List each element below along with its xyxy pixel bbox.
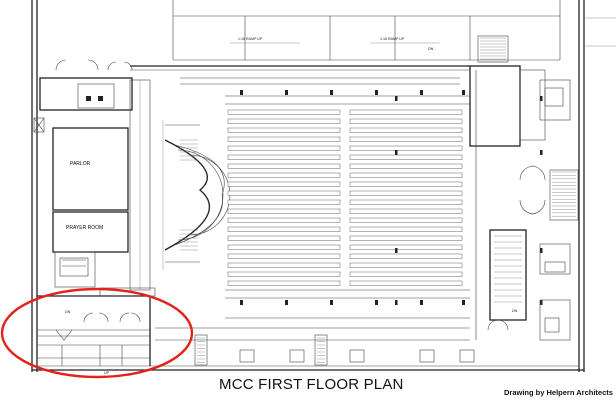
pew <box>349 172 463 178</box>
column <box>540 96 543 101</box>
pew <box>227 235 341 241</box>
pew <box>227 217 341 223</box>
apse <box>162 120 231 270</box>
column <box>395 150 398 155</box>
pew <box>227 262 341 268</box>
column <box>375 300 378 305</box>
pew <box>227 199 341 205</box>
highlight-circle <box>0 287 194 379</box>
pew <box>349 145 463 151</box>
south-entrance <box>37 295 470 366</box>
planter-box <box>289 349 305 363</box>
pew <box>227 208 341 214</box>
pew <box>349 190 463 196</box>
drawing-credit: Drawing by Helpern Architects <box>504 388 613 397</box>
column <box>420 300 423 305</box>
pew <box>349 226 463 232</box>
stair-mark-dn-2: DN <box>428 47 434 51</box>
pew <box>349 127 463 133</box>
column <box>462 300 465 305</box>
column <box>240 90 243 95</box>
pew <box>349 217 463 223</box>
column <box>375 90 378 95</box>
nave-aisles <box>225 95 470 319</box>
column <box>420 90 423 95</box>
column <box>395 248 398 253</box>
stair-mark-dn-1: DN <box>512 309 518 313</box>
pew <box>349 280 463 286</box>
ramp-label-left: 1:16 RAMP UP <box>238 37 263 41</box>
pew <box>349 199 463 205</box>
column <box>540 248 543 253</box>
pew <box>227 253 341 259</box>
stair-mark-dn-3: DN <box>65 310 71 314</box>
pew <box>227 127 341 133</box>
pew <box>227 154 341 160</box>
pew <box>227 136 341 142</box>
pew <box>227 181 341 187</box>
pew <box>349 244 463 250</box>
pew <box>349 163 463 169</box>
pew <box>349 253 463 259</box>
pew-rows <box>227 109 463 286</box>
column <box>395 300 398 305</box>
planter-box <box>459 349 475 363</box>
planter-box <box>419 349 435 363</box>
columns <box>240 90 543 305</box>
planter-box <box>349 349 365 363</box>
column <box>330 90 333 95</box>
pew <box>349 109 463 115</box>
pew <box>227 226 341 232</box>
prayer-room-label: PRAYER ROOM <box>66 225 103 231</box>
stair-mark-up-1: UP <box>104 371 110 375</box>
pew <box>349 136 463 142</box>
parlor-label: PARLOR <box>70 161 91 167</box>
column <box>540 300 543 305</box>
column <box>330 300 333 305</box>
pew <box>349 118 463 124</box>
column <box>240 300 243 305</box>
west-rooms <box>33 59 156 297</box>
north-corridor <box>130 65 470 85</box>
pew <box>349 235 463 241</box>
pew <box>349 208 463 214</box>
column <box>540 150 543 155</box>
pew <box>349 154 463 160</box>
column <box>395 96 398 101</box>
planter-box <box>239 349 255 363</box>
pew <box>227 244 341 250</box>
pew <box>227 190 341 196</box>
column <box>285 90 288 95</box>
pew <box>349 181 463 187</box>
ramp-label-right: 1:16 RAMP UP <box>380 37 405 41</box>
east-wing <box>469 35 579 341</box>
pew <box>227 172 341 178</box>
pew <box>227 118 341 124</box>
pew <box>349 262 463 268</box>
pew <box>227 280 341 286</box>
stairs <box>180 37 576 303</box>
column <box>285 300 288 305</box>
entrance-steps <box>197 337 475 363</box>
pew <box>349 271 463 277</box>
plan-title: MCC FIRST FLOOR PLAN <box>219 376 404 393</box>
pew <box>227 109 341 115</box>
pew <box>227 271 341 277</box>
column <box>462 90 465 95</box>
exterior-walls <box>31 0 616 372</box>
pew <box>227 163 341 169</box>
pew <box>227 145 341 151</box>
